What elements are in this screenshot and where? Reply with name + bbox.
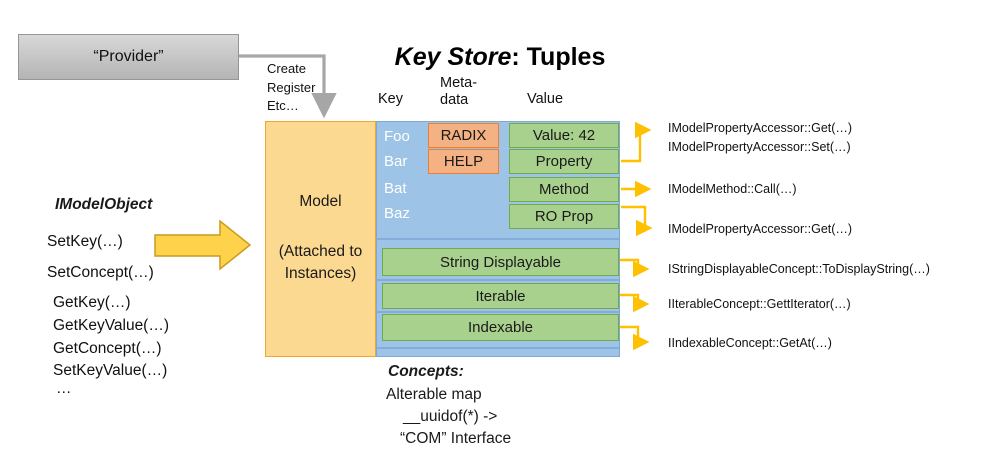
method-getconcept: GetConcept(…) — [53, 340, 162, 357]
method-getkeyvalue: GetKeyValue(…) — [53, 317, 170, 334]
annotation-roprop-get: IModelPropertyAccessor::Get(…) — [668, 222, 853, 236]
divider-line — [377, 238, 619, 240]
connector-indexable-arrow — [620, 325, 650, 351]
concepts-line-alterable-map: Alterable map — [386, 386, 482, 403]
annotation-method-call: IModelMethod::Call(…) — [668, 182, 797, 196]
model-box-subtitle: (Attached to Instances) — [278, 243, 363, 282]
column-header-value: Value — [527, 91, 564, 107]
concepts-heading: Concepts: — [388, 363, 464, 380]
column-header-metadata: Meta- data — [440, 75, 478, 108]
concept-bar-iterable: Iterable — [382, 283, 619, 309]
key-cell-baz: Baz — [384, 205, 410, 222]
provider-box: “Provider” — [18, 34, 239, 80]
page-title-emphasis: Key Store — [394, 43, 512, 71]
metadata-cell-radix: RADIX — [428, 123, 499, 148]
connector-property-arrow — [621, 121, 652, 163]
method-ellipsis: … — [56, 380, 72, 397]
model-box-title: Model — [299, 193, 342, 210]
key-cell-bar: Bar — [384, 153, 408, 170]
method-getkey: GetKey(…) — [53, 294, 131, 311]
connector-roprop-arrow — [621, 205, 653, 237]
method-setkey: SetKey(…) — [47, 233, 123, 250]
connector-string-displayable-arrow — [620, 258, 650, 278]
divider-line — [377, 279, 619, 281]
divider-line — [377, 311, 619, 313]
concepts-line-com-interface: “COM” Interface — [400, 430, 512, 447]
connector-iterable-arrow — [620, 293, 650, 313]
value-cell-roprop: RO Prop — [509, 204, 619, 229]
method-setconcept: SetConcept(…) — [47, 264, 154, 281]
concepts-line-uuidof: __uuidof(*) -> — [403, 408, 498, 425]
action-register: Register — [267, 79, 316, 95]
action-etc: Etc… — [267, 98, 299, 113]
imodelobject-heading: IModelObject — [55, 196, 153, 213]
method-setkeyvalue: SetKeyValue(…) — [53, 362, 168, 379]
concept-bar-indexable: Indexable — [382, 314, 619, 341]
metadata-cell-help: HELP — [428, 149, 499, 174]
page-title: Key Store: Tuples — [300, 43, 700, 72]
annotation-indexable: IIndexableConcept::GetAt(…) — [668, 336, 832, 350]
value-cell-method: Method — [509, 177, 619, 202]
provider-label: “Provider” — [93, 48, 164, 65]
page-title-suffix: : Tuples — [511, 43, 606, 71]
annotation-iterable: IIterableConcept::GettIterator(…) — [668, 297, 851, 311]
key-cell-bat: Bat — [384, 180, 407, 197]
annotation-property-accessor: IModelPropertyAccessor::Get(…) IModelPro… — [668, 121, 853, 154]
value-cell-value42: Value: 42 — [509, 123, 619, 148]
divider-line — [377, 347, 619, 349]
key-cell-foo: Foo — [384, 128, 410, 145]
column-header-key: Key — [378, 91, 403, 107]
concept-bar-string-displayable: String Displayable — [382, 248, 619, 276]
value-cell-property: Property — [509, 149, 619, 174]
model-box — [265, 121, 376, 357]
imodelobject-to-model-arrow — [154, 219, 252, 271]
annotation-string-displayable: IStringDisplayableConcept::ToDisplayStri… — [668, 262, 930, 276]
